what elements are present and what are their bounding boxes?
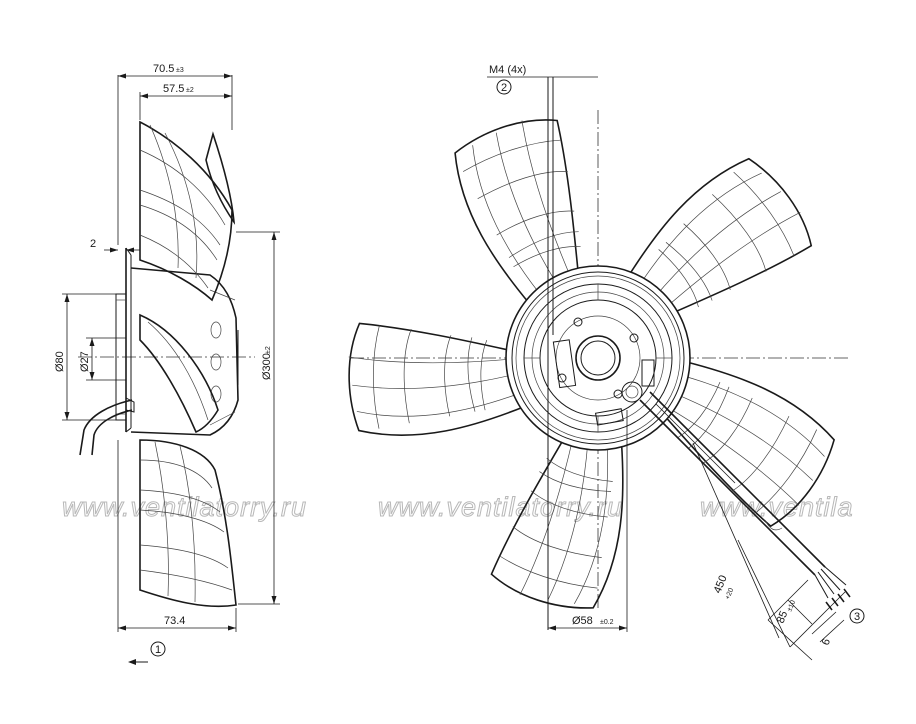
front-view: M4 (4x) 2 Ø58 ±0.2 450 +20 85 ±10 6 3 [343,64,865,661]
dim-width-overall-tol: ±3 [176,67,184,74]
dim-cable-length-tol: +20 [724,587,735,601]
dim-hub-diameter-tol: ±0.2 [600,619,614,626]
dim-fan-diameter-tol: ±2 [265,346,272,354]
dim-fan-diameter: Ø300 [261,353,273,380]
watermark: www.ventilatorry.ru www.ventilatorry.ru … [62,492,854,523]
dim-offset: 2 [90,238,96,250]
thread-marker-label: 2 [501,82,507,94]
dim-width-blade: 57.5 [163,83,184,95]
view-marker-circle [150,641,166,657]
dim-depth-total: 73.4 [164,615,185,627]
dim-wire-end: 6 [820,637,833,647]
dim-width-blade-tol: ±2 [186,87,194,94]
cable-marker-circle [849,608,865,624]
view-marker-label: 1 [155,644,161,656]
watermark-segment: www.ventilatorry.ru [378,492,623,522]
side-view: 70.5 ±3 57.5 ±2 2 Ø80 Ø27 Ø [54,63,280,665]
dim-hub-diameter: Ø58 [572,615,593,627]
watermark-segment: www.ventila [700,492,854,522]
watermark-segment: www.ventilatorry.ru [62,492,307,522]
thread-marker-circle [496,79,512,95]
hub-bore [575,335,621,381]
dim-bore-small: Ø27 [79,351,91,372]
fan-blade [343,322,531,443]
dim-bore-large: Ø80 [54,351,66,372]
dim-width-overall: 70.5 [153,63,174,75]
cable-marker-label: 3 [854,611,860,623]
thread-label: M4 (4x) [489,64,526,76]
dim-strip-length-tol: ±10 [786,599,797,613]
dim-strip-length: 85 [775,609,791,625]
